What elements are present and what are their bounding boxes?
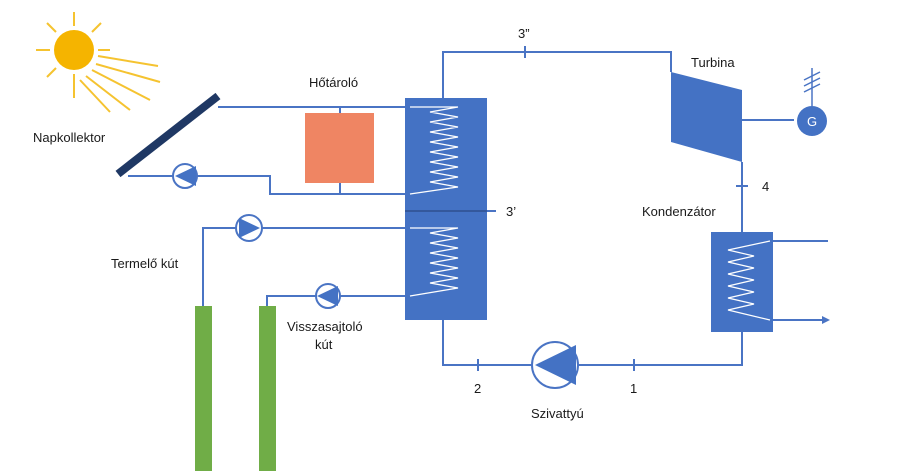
generator-label: G (807, 114, 817, 129)
label-point-3i: 3’ (506, 204, 516, 219)
turbine (671, 72, 742, 162)
label-hotarolo: Hőtároló (309, 75, 358, 90)
label-visszasajtolo-2: kút (315, 337, 333, 352)
label-point-2: 2 (474, 381, 481, 396)
heat-storage-tank (305, 113, 374, 183)
reinjection-well (259, 306, 276, 471)
well-loop-pipes (202, 227, 405, 306)
condenser (711, 232, 830, 332)
solar-loop-pipes (128, 106, 405, 195)
pump-icon (531, 341, 579, 389)
label-szivattyu: Szivattyú (531, 406, 584, 421)
pump-icon (315, 283, 341, 309)
pump-icon (172, 163, 198, 189)
label-termelo-kut: Termelő kút (111, 256, 179, 271)
label-kondenzator: Kondenzátor (642, 204, 716, 219)
label-turbina: Turbina (691, 55, 735, 70)
label-point-1: 1 (630, 381, 637, 396)
sun-icon (36, 12, 161, 113)
evaporator-heat-exchanger (405, 98, 487, 320)
orc-loop-pipes (442, 46, 748, 371)
label-point-3ii: 3” (518, 26, 530, 41)
generator-icon: G (797, 68, 827, 136)
label-point-4: 4 (762, 179, 769, 194)
label-visszasajtolo-1: Visszasajtoló (287, 319, 363, 334)
pump-icon (235, 214, 263, 242)
label-napkollektor: Napkollektor (33, 130, 106, 145)
production-well (195, 306, 212, 471)
solar-collector (115, 92, 221, 178)
